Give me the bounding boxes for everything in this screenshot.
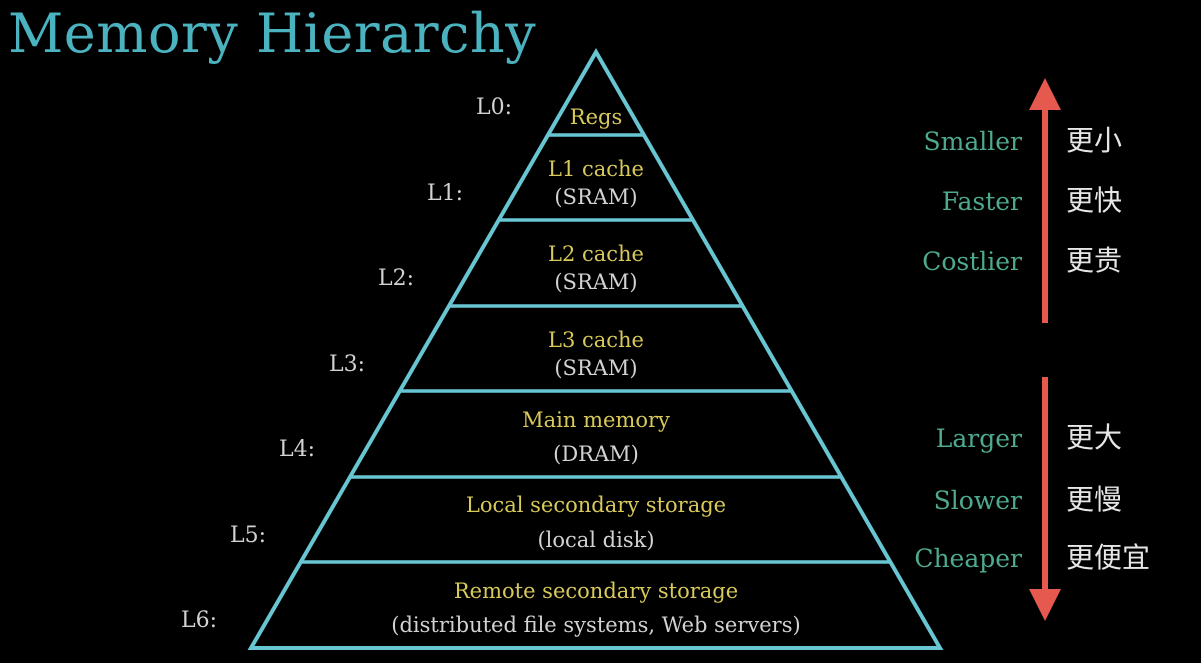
property-costlier-zh: 更贵 [1066,244,1122,277]
level-sub-l4: (DRAM) [553,442,639,466]
level-name-l2: L2 cache [548,242,644,266]
level-name-l3: L3 cache [548,328,644,352]
level-name-l6: Remote secondary storage [454,579,738,603]
property-slower-zh: 更慢 [1066,483,1122,516]
level-name-l4: Main memory [522,408,670,432]
level-label-l0: L0: [476,95,512,120]
level-label-l6: L6: [181,608,217,633]
property-larger-zh: 更大 [1066,421,1122,454]
property-costlier: Costlier [922,247,1022,276]
level-label-l2: L2: [378,266,414,291]
level-sub-l3: (SRAM) [554,356,637,380]
level-sub-l2: (SRAM) [554,270,637,294]
level-label-l4: L4: [279,437,315,462]
level-sub-l5: (local disk) [537,528,654,552]
arrow-up-icon [1029,78,1061,323]
level-name-l5: Local secondary storage [466,493,726,517]
property-larger: Larger [936,424,1022,453]
property-slower: Slower [934,486,1022,515]
level-sub-l6: (distributed file systems, Web servers) [391,613,800,637]
level-sub-l1: (SRAM) [554,185,637,209]
page-title: Memory Hierarchy [8,2,537,65]
arrow-down-icon [1029,377,1061,621]
level-label-l1: L1: [427,181,463,206]
property-faster: Faster [942,187,1022,216]
level-name-l0: Regs [570,105,622,129]
level-label-l3: L3: [329,352,365,377]
level-label-l5: L5: [230,523,266,548]
pyramid-outline [247,48,944,650]
property-cheaper: Cheaper [914,544,1022,573]
property-smaller-zh: 更小 [1066,124,1122,157]
property-smaller: Smaller [924,127,1023,156]
property-faster-zh: 更快 [1066,184,1122,217]
property-cheaper-zh: 更便宜 [1066,541,1150,574]
level-name-l1: L1 cache [548,157,644,181]
